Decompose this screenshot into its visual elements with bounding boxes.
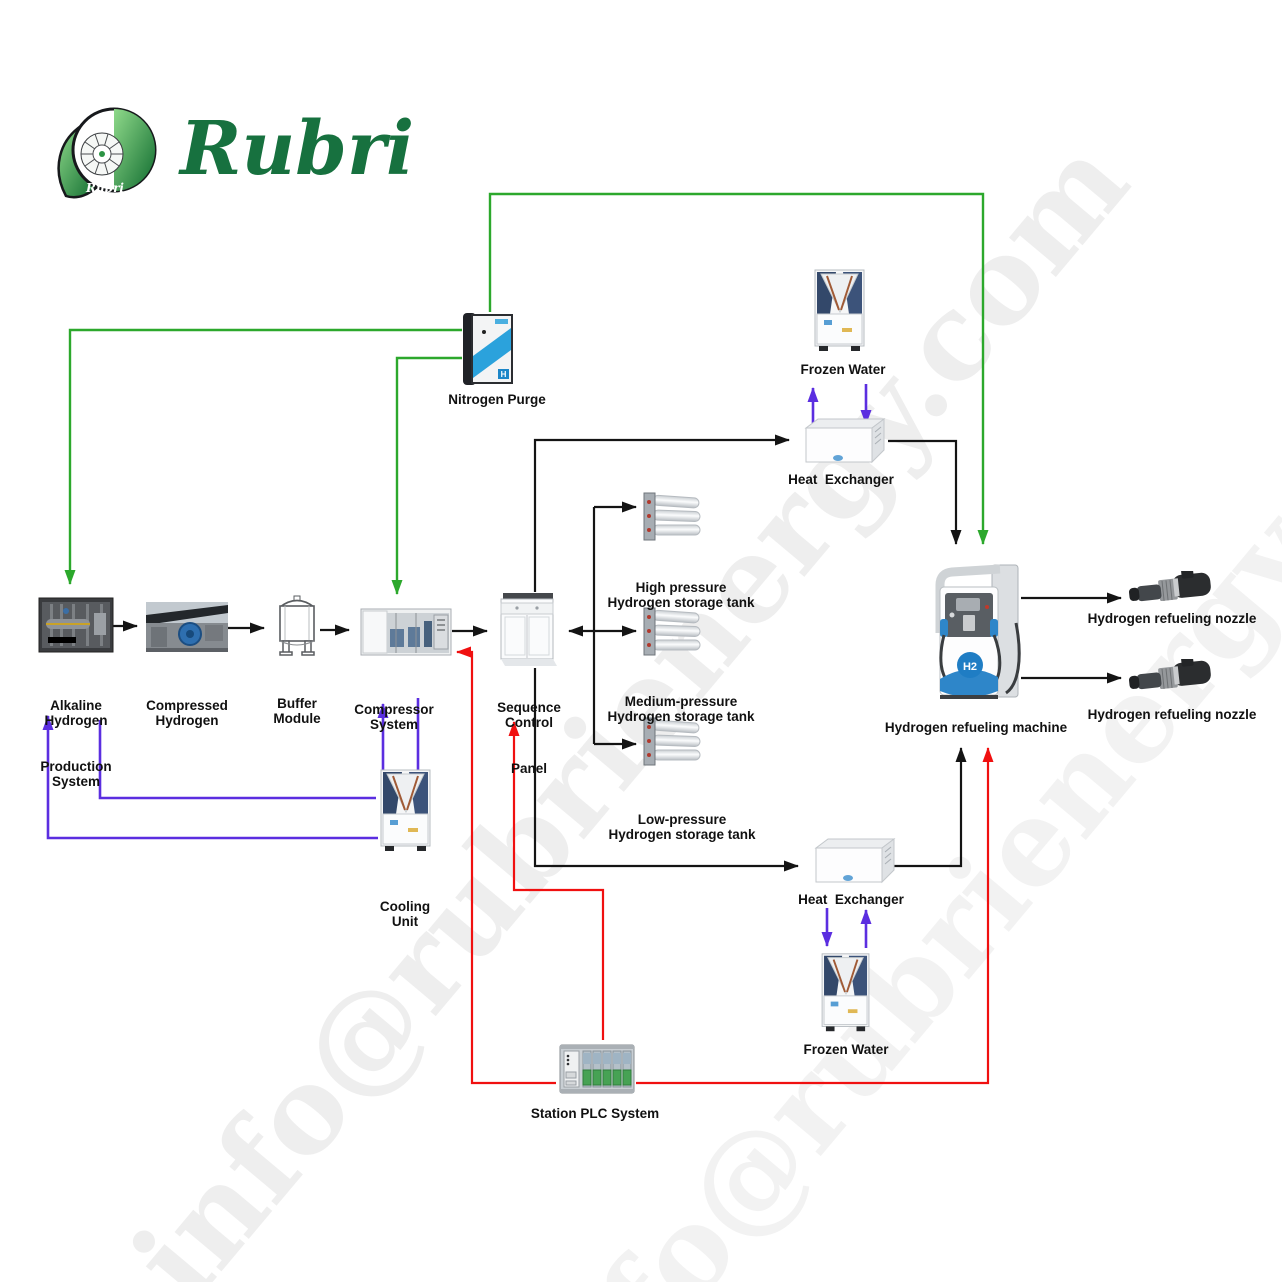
station-plc-unit (558, 1042, 636, 1103)
brand-wordmark: Rubri (180, 106, 415, 192)
cooling-unit (378, 766, 434, 861)
high-pressure-tank-unit (643, 491, 703, 548)
label-refueling-machine: Hydrogen refueling machine (884, 720, 1068, 735)
label-frozen-water-top: Frozen Water (800, 362, 886, 377)
low-pressure-tank-unit (643, 716, 703, 773)
medium-pressure-tank-unit (643, 606, 703, 663)
heat-exchanger-top-unit (800, 416, 888, 473)
label-heat-exchanger-top: Heat Exchanger (788, 472, 894, 487)
label-frozen-water-bottom: Frozen Water (803, 1042, 889, 1057)
compressed-hydrogen-unit (145, 601, 229, 658)
brand-logo-icon: Rubri (50, 106, 160, 202)
compressor-system-unit (360, 607, 452, 662)
alkaline-production-unit (38, 597, 114, 658)
heat-exchanger-bottom-unit (810, 836, 898, 893)
sequence-control-panel-unit (495, 588, 559, 675)
label-nozzle-top: Hydrogen refueling nozzle (1087, 611, 1257, 626)
nitrogen-purge-unit: H (462, 310, 514, 393)
refueling-nozzle-top-unit (1127, 568, 1215, 614)
label-station-plc: Station PLC System (530, 1106, 660, 1121)
label-nitrogen-purge: Nitrogen Purge (448, 392, 546, 407)
frozen-water-top-unit (812, 266, 868, 361)
svg-text:Rubri: Rubri (85, 181, 124, 195)
buffer-module-unit (273, 592, 321, 663)
refueling-machine-unit: H2 (928, 563, 1022, 708)
refueling-nozzle-bottom-unit (1127, 656, 1215, 702)
label-heat-exchanger-bottom: Heat Exchanger (798, 892, 904, 907)
label-nozzle-bottom: Hydrogen refueling nozzle (1087, 707, 1257, 722)
svg-text:H2: H2 (963, 661, 977, 673)
svg-text:H: H (501, 370, 507, 379)
frozen-water-bottom-unit (818, 950, 874, 1041)
